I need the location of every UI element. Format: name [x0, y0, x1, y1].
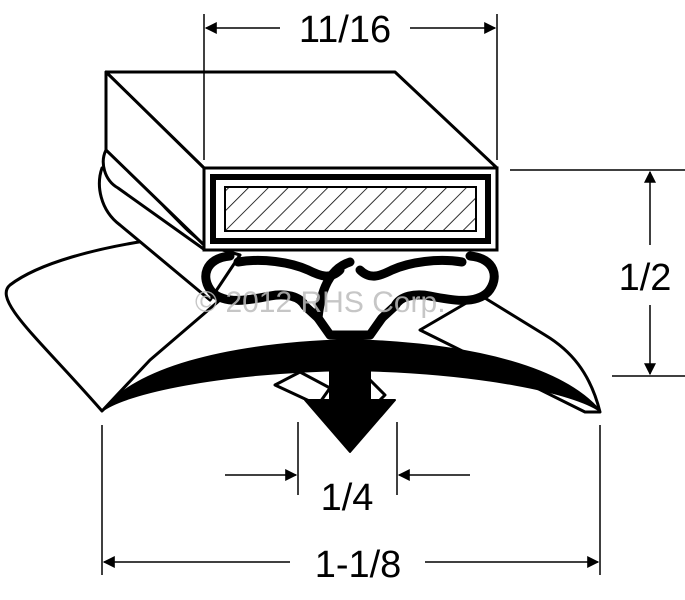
dimension-top-label: 11/16 [299, 9, 391, 51]
dimension-center: 1/4 [225, 422, 470, 519]
copyright-watermark: © 2012 RHS Corp. [195, 286, 446, 319]
bellows [201, 251, 499, 340]
base-flange [101, 338, 601, 412]
dimension-top: 11/16 [203, 9, 498, 160]
dart-anchor [304, 369, 396, 453]
dimension-right-label: 1/2 [619, 257, 672, 299]
flexible-flap [4, 239, 222, 413]
dimension-bottom-label: 1-1/8 [315, 544, 402, 586]
dimension-bottom: 1-1/8 [101, 425, 601, 586]
magnet-insert [224, 186, 477, 232]
dimension-center-label: 1/4 [321, 477, 374, 519]
dimension-right: 1/2 [510, 169, 685, 377]
